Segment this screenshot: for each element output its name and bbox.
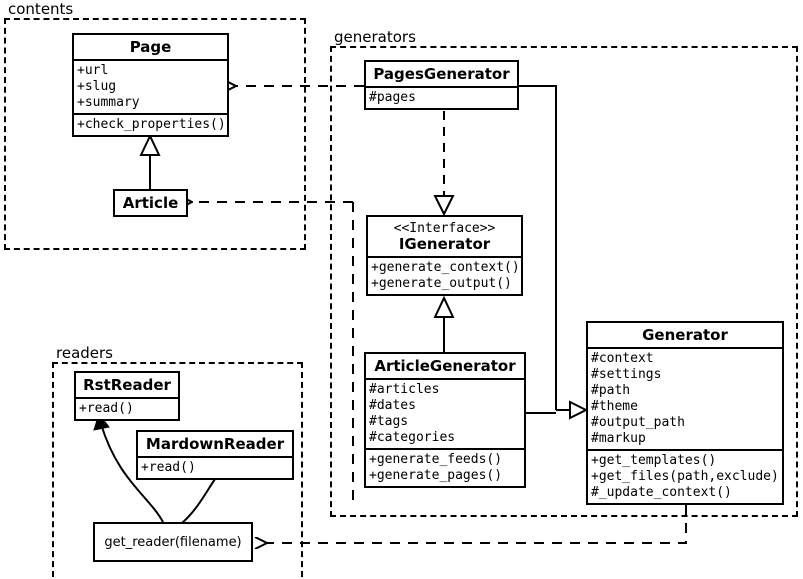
attribute-row: #pages — [369, 90, 416, 105]
class-box-article[interactable]: Article — [113, 189, 188, 217]
package-contents-label: contents — [6, 0, 76, 18]
class-attributes-page: +url +slug +summary — [74, 59, 227, 113]
operation-row: +check_properties() — [77, 117, 226, 132]
attribute-row: #output_path — [591, 415, 685, 430]
attribute-row: #categories — [369, 430, 456, 445]
class-box-page[interactable]: Page +url +slug +summary +check_properti… — [72, 33, 229, 137]
class-operations-page: +check_properties() — [74, 113, 227, 135]
class-title-article-generator: ArticleGenerator — [374, 357, 516, 375]
function-box-get-reader[interactable]: get_reader(filename) — [93, 522, 253, 562]
class-title-page: Page — [129, 38, 172, 56]
operation-row: +get_templates() — [591, 453, 717, 468]
class-attributes-pages-generator: #pages — [366, 86, 517, 108]
package-contents-frame — [4, 18, 306, 250]
attribute-row: #tags — [369, 414, 409, 429]
class-box-igenerator[interactable]: <<Interface>> IGenerator +generate_conte… — [366, 215, 523, 296]
attribute-row: +summary — [77, 95, 140, 110]
class-operations-article-generator: +generate_feeds() +generate_pages() — [366, 448, 524, 486]
operation-row: +read() — [79, 401, 134, 416]
class-title-rst-reader: RstReader — [83, 376, 171, 394]
attribute-row: +slug — [77, 79, 117, 94]
operation-row: +get_files(path,exclude) — [591, 469, 779, 484]
attribute-row: #dates — [369, 398, 416, 413]
class-title-article: Article — [122, 194, 179, 212]
class-box-generator[interactable]: Generator #context #settings #path #them… — [586, 321, 784, 505]
operation-row: +generate_context() — [371, 260, 520, 275]
class-box-mardown-reader[interactable]: MardownReader +read() — [136, 430, 294, 480]
package-readers-label: readers — [54, 344, 115, 362]
class-box-rst-reader[interactable]: RstReader +read() — [74, 371, 180, 421]
class-attributes-generator: #context #settings #path #theme #output_… — [588, 347, 782, 449]
operation-row: +generate_output() — [371, 276, 512, 291]
attribute-row: #context — [591, 351, 654, 366]
class-title-generator: Generator — [642, 326, 728, 344]
operation-row: +generate_feeds() — [369, 452, 503, 467]
class-operations-igenerator: +generate_context() +generate_output() — [368, 256, 521, 294]
class-box-article-generator[interactable]: ArticleGenerator #articles #dates #tags … — [364, 352, 526, 488]
attribute-row: +url — [77, 63, 109, 78]
operation-row: +read() — [141, 460, 196, 475]
attribute-row: #path — [591, 383, 631, 398]
attribute-row: #articles — [369, 382, 440, 397]
class-title-igenerator: IGenerator — [398, 235, 491, 253]
attribute-row: #settings — [591, 367, 662, 382]
attribute-row: #theme — [591, 399, 638, 414]
class-box-pages-generator[interactable]: PagesGenerator #pages — [364, 60, 519, 110]
package-generators-label: generators — [332, 28, 418, 46]
class-title-mardown-reader: MardownReader — [145, 435, 285, 453]
class-title-pages-generator: PagesGenerator — [373, 65, 510, 83]
class-operations-generator: +get_templates() +get_files(path,exclude… — [588, 449, 782, 503]
class-operations-mardown-reader: +read() — [138, 456, 292, 478]
class-attributes-article-generator: #articles #dates #tags #categories — [366, 378, 524, 448]
attribute-row: #markup — [591, 431, 646, 446]
operation-row: #_update_context() — [591, 485, 732, 500]
function-label-get-reader: get_reader(filename) — [104, 534, 242, 550]
operation-row: +generate_pages() — [369, 468, 503, 483]
class-operations-rst-reader: +read() — [76, 397, 178, 419]
package-readers-frame — [52, 362, 303, 579]
class-stereotype-igenerator: <<Interface>> — [393, 221, 496, 236]
